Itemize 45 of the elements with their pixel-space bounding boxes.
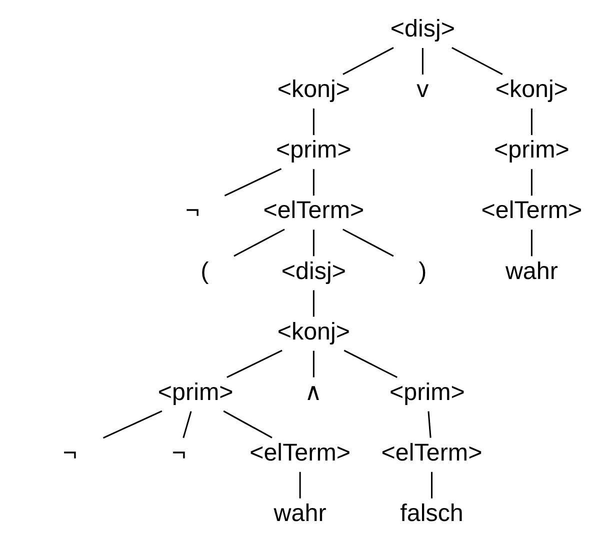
connector bbox=[342, 228, 394, 257]
connector bbox=[344, 350, 398, 378]
connector bbox=[530, 169, 532, 196]
connector bbox=[428, 411, 432, 438]
connector bbox=[312, 290, 314, 317]
node-text: ¬ bbox=[172, 439, 186, 466]
node-text: <disj> bbox=[281, 258, 346, 285]
node-text: <konj> bbox=[277, 76, 350, 104]
node-text: <prim> bbox=[494, 136, 570, 164]
node-text: v bbox=[416, 76, 429, 104]
node-text: ) bbox=[418, 258, 427, 285]
connector bbox=[312, 169, 314, 196]
connector bbox=[312, 350, 314, 378]
node-text: <elTerm> bbox=[481, 197, 582, 224]
connector bbox=[530, 230, 532, 256]
connector bbox=[452, 47, 503, 76]
connector bbox=[102, 410, 162, 439]
node-text: ∧ bbox=[304, 378, 323, 406]
connector bbox=[224, 168, 282, 196]
node-text: <elTerm> bbox=[263, 197, 364, 224]
node-text: wahr bbox=[274, 500, 326, 527]
connector bbox=[342, 47, 394, 76]
node-text: falsch bbox=[400, 500, 464, 527]
connector bbox=[223, 410, 272, 438]
node-text: <elTerm> bbox=[250, 439, 351, 466]
node-text: <prim> bbox=[158, 378, 234, 406]
connector bbox=[312, 230, 314, 256]
node-text: <elTerm> bbox=[381, 439, 482, 466]
connector bbox=[226, 350, 282, 378]
connector bbox=[299, 472, 301, 498]
node-text: <prim> bbox=[276, 136, 352, 164]
node-text: <konj> bbox=[277, 318, 350, 346]
node-text: <prim> bbox=[390, 378, 465, 406]
connector bbox=[182, 411, 192, 438]
node-text: ( bbox=[200, 258, 209, 285]
connector bbox=[312, 108, 314, 136]
connector bbox=[422, 48, 424, 74]
connector bbox=[530, 108, 532, 136]
node-text: ¬ bbox=[62, 439, 78, 466]
connector bbox=[431, 472, 433, 498]
node-text: wahr bbox=[505, 258, 558, 285]
connector bbox=[234, 228, 285, 257]
node-text: ¬ bbox=[185, 197, 200, 224]
node-text: <disj> bbox=[390, 16, 456, 43]
node-text: <konj> bbox=[495, 76, 568, 104]
